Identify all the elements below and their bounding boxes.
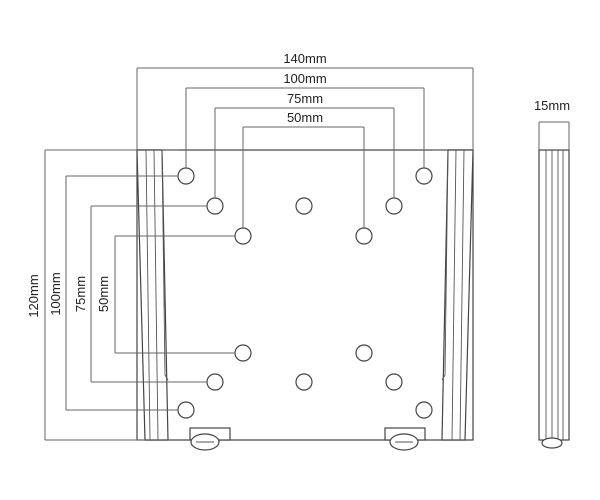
horizontal-dimension-lines [136,67,474,228]
hole-100-br [415,401,433,419]
dim-label-140: 140mm [283,51,326,66]
hole-75-tr [385,197,403,215]
dim-label-depth: 15mm [534,98,570,113]
locking-tab-right [384,427,426,451]
dim-label-v50: 50mm [96,276,111,312]
hole-center-bottom [295,373,313,391]
dim-label-v120: 120mm [26,274,41,317]
hole-75-br [385,373,403,391]
front-view: 140mm 100mm 75mm 50mm 120mm 100 [26,51,474,451]
hole-75-tl [206,197,224,215]
hole-50-tl [234,227,252,245]
dim-label-v100: 100mm [48,272,63,315]
vertical-dimension-labels: 120mm 100mm 75mm 50mm [26,272,111,317]
hole-50-tr [355,227,373,245]
side-view: 15mm [534,98,570,449]
hole-100-tl [177,167,195,185]
hole-75-bl [206,373,224,391]
dim-label-50: 50mm [287,110,323,125]
dim-label-v75: 75mm [73,276,88,312]
mount-plate [136,149,474,441]
dim-label-100: 100mm [283,71,326,86]
side-dimension-lines [538,121,570,150]
hole-100-tr [415,167,433,185]
hole-center-top [295,197,313,215]
hole-50-br [355,344,373,362]
locking-tab-left [189,427,231,451]
dim-label-75: 75mm [287,91,323,106]
hole-100-bl [177,401,195,419]
hole-50-bl [234,344,252,362]
side-profile [538,149,570,449]
horizontal-dimension-labels: 140mm 100mm 75mm 50mm [283,51,326,125]
vertical-dimension-lines [44,149,235,441]
